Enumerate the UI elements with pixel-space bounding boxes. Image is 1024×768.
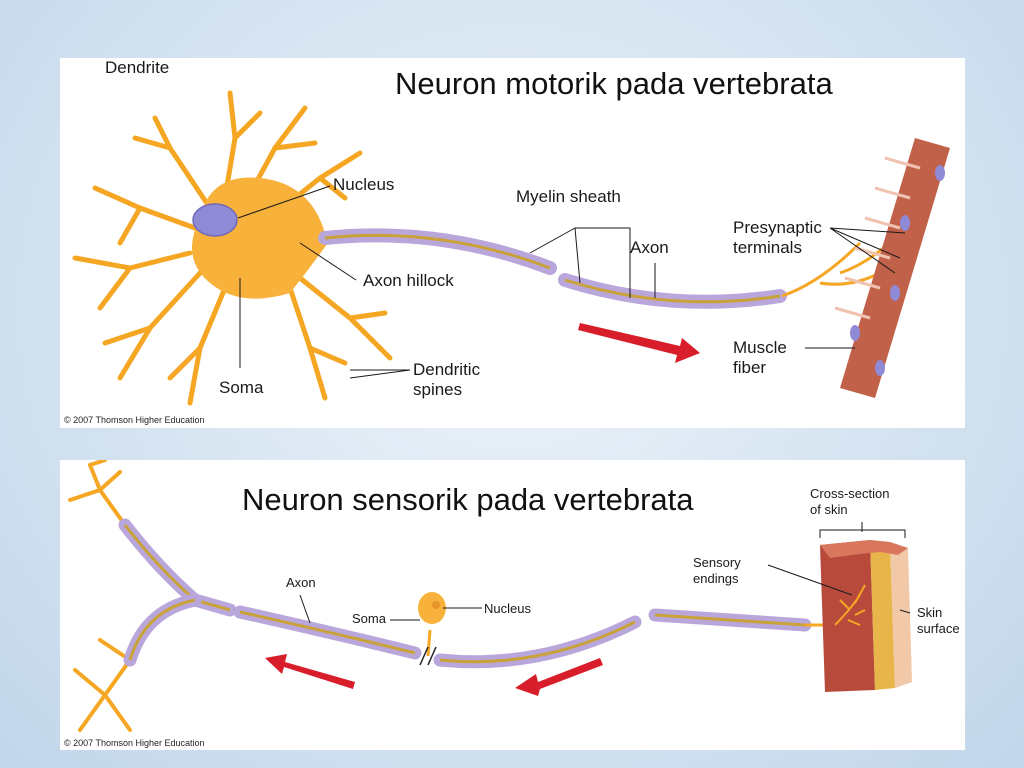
sensory-neuron-title: Neuron sensorik pada vertebrata (242, 482, 694, 517)
label-axon-hillock: Axon hillock (363, 271, 454, 290)
motor-neuron-diagram (72, 90, 950, 406)
sensory-neuron-panel: Neuron sensorik pada vertebrata Axon Som… (60, 460, 965, 750)
label-dendrite: Dendrite (105, 58, 170, 77)
label-sensory-axon: Axon (286, 575, 316, 590)
soma (192, 177, 330, 299)
sensory-dendrites (68, 460, 132, 732)
dendrites (72, 90, 393, 406)
signal-direction-arrow (578, 323, 700, 363)
motor-neuron-title: Neuron motorik pada vertebrata (395, 66, 833, 101)
motor-neuron-panel: Neuron motorik pada vertebrata Dendrite … (60, 58, 965, 428)
label-cross-section-of-skin: Cross-section of skin (810, 486, 890, 517)
motor-copyright: © 2007 Thomson Higher Education (64, 415, 205, 425)
label-skin-surface: Skin surface (917, 605, 960, 636)
label-muscle-fiber: Muscle fiber (733, 338, 787, 377)
nucleus (192, 203, 238, 237)
sensory-soma (418, 592, 446, 624)
sensory-leader-lines (299, 522, 911, 624)
label-presynaptic-terminals: Presynaptic terminals (733, 218, 822, 257)
label-nucleus: Nucleus (333, 175, 395, 194)
label-sensory-endings: Sensory endings (693, 555, 741, 586)
label-sensory-soma: Soma (352, 611, 386, 626)
signal-direction-arrow-left (265, 654, 355, 689)
sensory-nucleus (432, 601, 440, 609)
label-soma: Soma (219, 378, 264, 397)
sensory-copyright: © 2007 Thomson Higher Education (64, 738, 205, 748)
label-axon: Axon (630, 238, 669, 257)
skin-cross-section (820, 540, 912, 692)
label-sensory-nucleus: Nucleus (484, 601, 531, 616)
sensory-axon (118, 518, 835, 669)
sensory-neuron-diagram (68, 460, 912, 732)
motor-axon (318, 228, 902, 309)
signal-direction-arrow-mid (515, 658, 603, 696)
muscle-fiber (834, 138, 950, 398)
label-myelin-sheath: Myelin sheath (516, 187, 621, 206)
label-dendritic-spines: Dendritic spines (413, 360, 481, 399)
leader-lines (237, 185, 906, 379)
